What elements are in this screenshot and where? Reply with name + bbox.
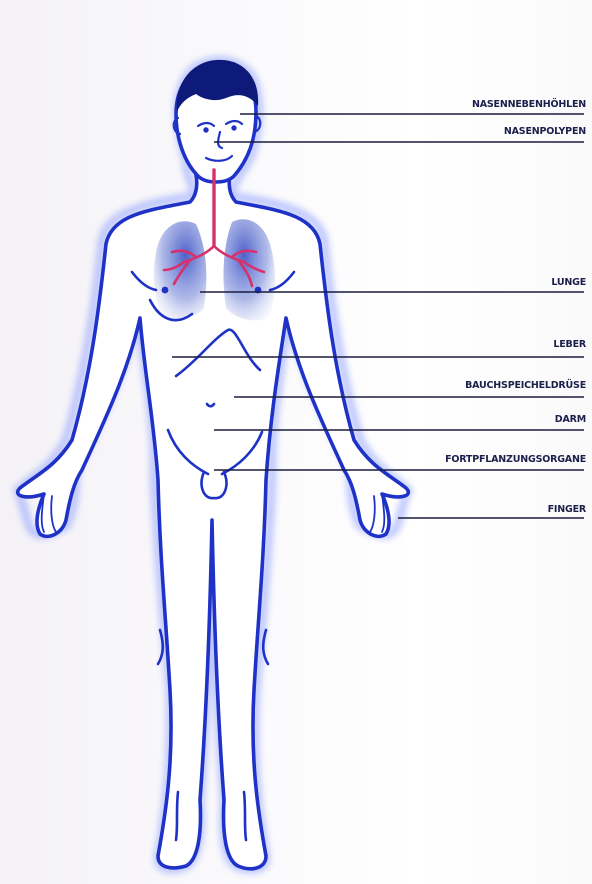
label-lunge: LUNGE	[551, 277, 586, 288]
label-leber: LEBER	[553, 339, 586, 350]
label-nasenpolypen: NASENPOLYPEN	[504, 126, 586, 137]
label-darm: DARM	[555, 414, 586, 425]
label-nasennebenhoehlen: NASENNEBENHÖHLEN	[472, 99, 586, 110]
label-bauchspeicheldruese: BAUCHSPEICHELDRÜSE	[465, 380, 586, 391]
label-fortpflanzungsorgane: FORTPFLANZUNGSORGANE	[445, 454, 586, 465]
label-finger: FINGER	[548, 504, 586, 515]
